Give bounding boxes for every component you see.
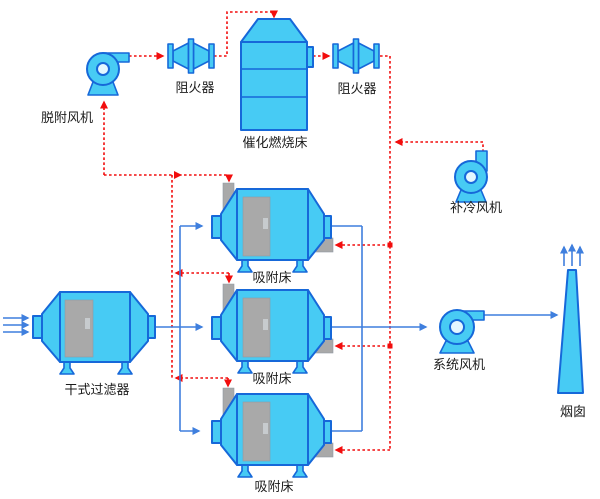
catalytic-combustion-bed (240, 18, 314, 131)
label-cooling-fan: 补冷风机 (450, 200, 502, 215)
adsorption-bed-2 (211, 283, 334, 374)
inlet-nozzle (211, 215, 222, 239)
label-flame-arrester-right: 阻火器 (337, 81, 376, 96)
fan-hub (449, 319, 465, 335)
flame-arrester-right (332, 38, 380, 74)
fan-hub (96, 62, 110, 76)
process-air-lines (3, 222, 584, 435)
bed-roof (240, 18, 308, 43)
fan-hub (464, 170, 478, 184)
desorption-fan (86, 52, 130, 96)
label-adsorption-bed-2: 吸附床 (252, 371, 291, 386)
leg (292, 259, 308, 273)
left-cone (41, 291, 61, 363)
leg (117, 361, 133, 375)
leg (59, 361, 75, 375)
outlet-nozzle (147, 315, 156, 339)
adsorption-bed-1 (211, 182, 334, 273)
flame-arrester-left (167, 38, 215, 74)
chimney-stack (557, 269, 584, 394)
bed-body (240, 41, 308, 131)
cooling-fan (454, 150, 488, 203)
right-cone (129, 291, 149, 363)
equipment-labels: 脱附风机 阻火器 催化燃烧床 阻火器 补冷风机 吸附床 吸附床 吸附床 干式过滤… (41, 80, 586, 494)
inlet-nozzle (32, 315, 43, 339)
leg (237, 259, 253, 273)
desorption-loop-lines (100, 10, 484, 454)
label-adsorption-bed-3: 吸附床 (254, 479, 293, 494)
adsorption-bed-3 (211, 387, 334, 478)
label-dry-filter: 干式过滤器 (64, 382, 129, 397)
label-adsorption-bed-1: 吸附床 (252, 270, 291, 285)
label-catalytic-bed: 催化燃烧床 (242, 135, 307, 150)
system-fan (439, 309, 485, 354)
label-flame-arrester-left: 阻火器 (175, 80, 214, 95)
chimney (557, 269, 584, 394)
dry-filter (32, 291, 156, 375)
label-chimney: 烟囱 (560, 404, 586, 419)
label-system-fan: 系统风机 (433, 357, 485, 372)
label-desorption-fan: 脱附风机 (41, 110, 93, 125)
